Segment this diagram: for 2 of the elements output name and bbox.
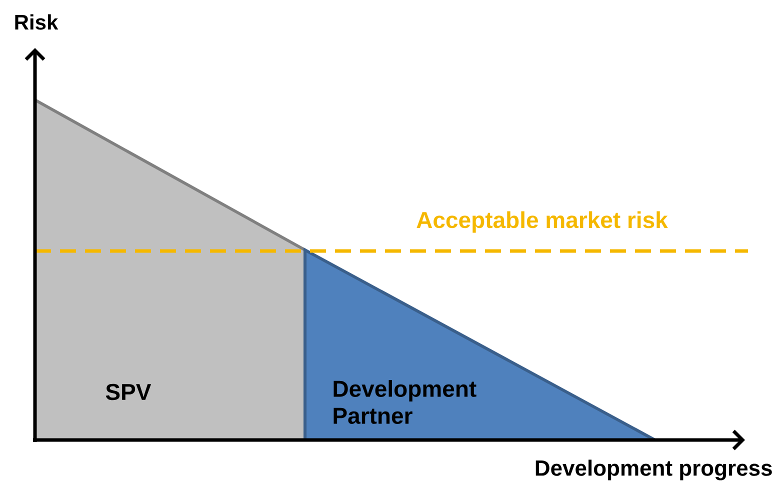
axis-label: Development progress — [536, 460, 772, 480]
axis-label: Risk — [15, 14, 58, 30]
